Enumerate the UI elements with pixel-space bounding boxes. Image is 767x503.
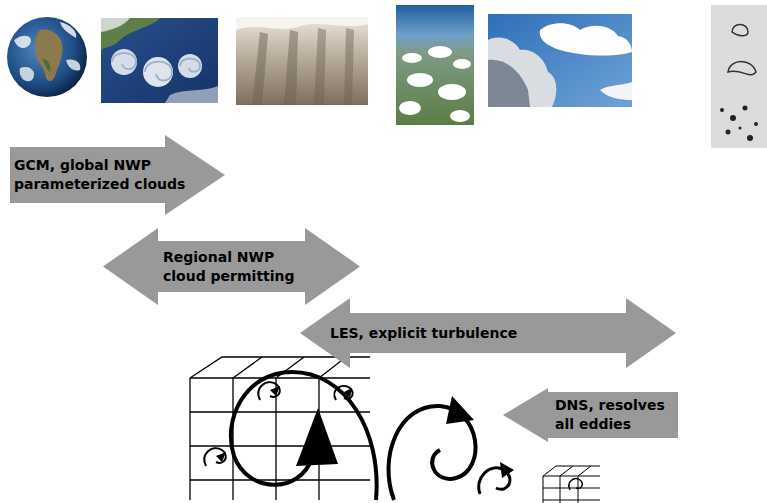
aerial-cloud <box>438 84 466 100</box>
grid-line <box>543 466 600 476</box>
aerial-ground <box>396 5 474 125</box>
cumulus-aerial-photo <box>396 5 474 125</box>
droplet <box>730 115 736 121</box>
eddy-arrowhead <box>270 386 280 396</box>
aerial-cloud <box>428 46 452 58</box>
droplet <box>726 130 731 135</box>
hurricane-photo <box>101 18 218 103</box>
model-grid <box>190 357 370 500</box>
scale-arrow: LES, explicit turbulence <box>300 298 676 368</box>
eddy-arrowhead <box>446 396 474 424</box>
earth-cloud <box>66 59 80 70</box>
cloud-shadow <box>314 28 326 105</box>
sky-cloud-shade <box>488 60 530 107</box>
arrow-fill <box>10 135 225 215</box>
aerial-cloud <box>453 59 471 69</box>
droplet-background <box>711 5 767 148</box>
aerial-cloud <box>407 73 433 87</box>
arrow-shape <box>103 228 360 305</box>
scale-label: GCM, global NWP parameterized clouds <box>14 156 189 194</box>
earth-cloud <box>20 67 34 81</box>
fine-grid <box>543 466 600 503</box>
earth-cloud <box>14 36 31 48</box>
large-eddy <box>231 372 377 500</box>
hurricane-swirl <box>145 62 172 81</box>
hurricane-eye <box>143 57 173 87</box>
droplet-photo <box>711 5 767 148</box>
hurricane-ocean <box>101 18 218 103</box>
scale-label: DNS, resolves all eddies <box>555 396 668 434</box>
droplet <box>720 108 724 112</box>
cloud-shadow <box>284 30 298 105</box>
droplet <box>747 135 753 141</box>
scale-arrow: Regional NWP cloud permitting <box>103 228 360 305</box>
small-eddy <box>334 386 352 400</box>
eddy-arrowhead <box>344 388 352 398</box>
hurricane-land <box>101 18 160 50</box>
grid-line <box>190 479 370 480</box>
hurricane-cloud <box>101 18 130 32</box>
cloud-top <box>236 17 368 30</box>
earth-cloud <box>60 22 76 38</box>
grid-line <box>189 378 190 500</box>
eddy-arrowhead <box>216 452 226 462</box>
hurricane-swirl <box>180 59 200 72</box>
small-eddy <box>204 448 225 466</box>
grid-line <box>543 476 578 503</box>
hurricane-swirl <box>112 53 136 69</box>
scale-label: LES, explicit turbulence <box>330 324 706 343</box>
droplet <box>732 25 748 36</box>
arrow-shape <box>503 388 678 442</box>
grid-line <box>233 357 262 378</box>
scale-arrow: DNS, resolves all eddies <box>503 388 678 442</box>
aerial-cloud <box>399 101 421 115</box>
small-eddy <box>258 382 279 400</box>
hurricane-eye <box>178 54 202 78</box>
scale-label: Regional NWP cloud permitting <box>163 248 298 286</box>
droplet <box>728 62 756 75</box>
earth-land <box>35 30 62 81</box>
cloud-shadow <box>344 28 354 105</box>
eddy-arrowhead <box>500 462 514 478</box>
hurricane-eye <box>111 49 137 75</box>
cumulus-sky-photo <box>488 14 632 107</box>
aerial-cloud <box>450 110 470 122</box>
earth-globe <box>7 17 87 97</box>
earth-photo <box>7 17 87 97</box>
aerial-cloud <box>402 53 422 63</box>
grid-line <box>190 411 370 412</box>
cloud-shadow-photo <box>236 17 368 105</box>
sky-cloud <box>600 82 632 100</box>
arrow-fill <box>103 228 360 305</box>
eddy-sketch <box>204 372 582 500</box>
droplet <box>739 127 742 130</box>
cloud-shadow <box>252 32 268 105</box>
eddy-arrowhead <box>296 408 338 466</box>
sky-cloud <box>488 38 556 107</box>
hurricane-cloud <box>165 86 218 103</box>
earth-land <box>43 58 51 72</box>
arrow-fill <box>503 388 678 442</box>
sky-cloud <box>540 23 632 55</box>
eddy-arrowheads <box>216 386 514 478</box>
droplet <box>754 122 758 126</box>
grid-line <box>543 476 600 500</box>
sky <box>488 14 632 107</box>
droplet <box>743 106 748 111</box>
scale-arrow: GCM, global NWP parameterized clouds <box>10 135 225 215</box>
grid-line <box>190 377 370 378</box>
grid-line <box>190 445 370 446</box>
cloud-shadow-ground <box>236 17 368 105</box>
arrow-shape <box>10 135 225 215</box>
